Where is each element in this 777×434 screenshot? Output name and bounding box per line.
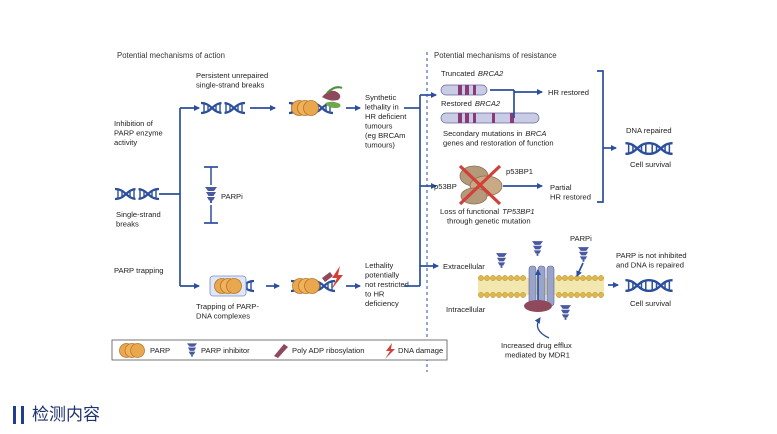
parpi-extracellular-icon-3 — [578, 247, 589, 262]
truncated-brca2-gene-icon — [440, 84, 488, 96]
heading-accent-bar — [13, 406, 16, 424]
restored-brca2-gene-icon — [440, 112, 540, 124]
legend-damage-icon — [385, 343, 395, 359]
cell-membrane-icon — [478, 265, 604, 312]
legend-parp-icon — [119, 343, 145, 358]
ribosylation-icon-3 — [326, 86, 343, 94]
parpi-intracellular-icon — [560, 305, 571, 320]
parp-damage-icon — [292, 278, 320, 294]
cell-survival-label: Cell survival — [630, 160, 671, 169]
legend-ribosylation-icon — [274, 344, 288, 358]
mechanisms-of-resistance-heading: Potential mechanisms of resistance — [434, 51, 557, 60]
dna-repaired-label: DNA repaired — [626, 126, 672, 135]
ribosylation-small-icon — [322, 272, 333, 282]
trapping-complex-label: Trapping of PARP-DNA complexes — [196, 302, 259, 321]
dna-damage-lightning-icon — [331, 266, 343, 290]
cell-survival-label-2: Cell survival — [630, 299, 671, 308]
legend-ribosylation-label: Poly ADP ribosylation — [292, 346, 364, 355]
dna-repaired-icon-2 — [623, 278, 675, 293]
parp-enzyme-icon — [291, 100, 319, 116]
parpi-inhibitor-icon — [205, 187, 217, 203]
ribosylation-icon — [322, 90, 341, 101]
parpi-extracellular-icon-2 — [532, 241, 543, 256]
ribosylation-icon-2 — [325, 101, 341, 108]
efflux-arrow — [534, 317, 550, 339]
hr-restored-label: HR restored — [548, 88, 589, 97]
p53bp1-label: p53BP1 — [506, 167, 533, 176]
arrow-parpi-down — [576, 262, 584, 277]
intracellular-label: Intracellular — [446, 305, 486, 314]
legend-inhibitor-label: PARP inhibitor — [201, 346, 250, 355]
red-cross-icon — [458, 164, 502, 206]
parp-trapping-label: PARP trapping — [114, 266, 164, 275]
p53bp-label: p53BP — [434, 182, 457, 191]
repair-bracket — [597, 70, 604, 203]
parpi-right-label: PARPi — [570, 234, 592, 243]
dna-repaired-icon — [623, 141, 675, 156]
parpi-extracellular-icon-1 — [496, 253, 507, 268]
extracellular-label: Extracellular — [443, 262, 485, 271]
section-heading: 检测内容 — [13, 406, 100, 424]
heading-accent-bar-2 — [21, 406, 24, 424]
mechanisms-of-action-heading: Potential mechanisms of action — [117, 51, 225, 60]
legend-damage-label: DNA damage — [398, 346, 443, 355]
parp-mechanism-figure: Potential mechanisms of action Potential… — [111, 51, 687, 372]
legend-parp-label: PARP — [150, 346, 170, 355]
parp-trapped-icon — [214, 278, 242, 294]
section-heading-text: 检测内容 — [32, 405, 100, 425]
parpi-label: PARPi — [221, 192, 243, 201]
